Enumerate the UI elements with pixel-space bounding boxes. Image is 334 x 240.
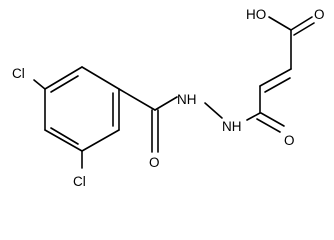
acid-oxygen-label: O	[314, 7, 325, 22]
alkene-double-bond	[259, 68, 292, 87]
ring-double-bond	[50, 75, 79, 93]
carbonyl-to-nh-bond	[154, 96, 178, 111]
acyl-double-bond	[260, 112, 285, 127]
hydroxyl-label: HO	[246, 7, 266, 22]
acid-double-bond	[293, 22, 315, 36]
alkene-double-bond	[264, 77, 291, 93]
hydrazide-nh-label-2: NH	[222, 119, 242, 134]
n-n-bond	[204, 102, 223, 119]
acyl-double-bond	[256, 118, 281, 133]
acyl-oxygen-label: O	[284, 133, 295, 148]
ring-bond	[44, 129, 83, 152]
nh-to-acyl-bond	[246, 112, 261, 121]
chlorine-label-top: Cl	[12, 66, 25, 81]
acid-oh-bond	[268, 16, 292, 31]
cl-bond-top	[33, 79, 46, 90]
amide-oxygen-label: O	[149, 155, 160, 170]
chemical-structure-diagram: Cl Cl O NH NH O O HO	[12, 7, 325, 189]
chlorine-label-bottom: Cl	[73, 174, 86, 189]
acid-double-bond	[290, 16, 313, 31]
structure-canvas: Cl Cl O NH NH O O HO	[12, 7, 325, 189]
ring-bond	[44, 66, 83, 90]
ring-to-carbonyl-bond	[118, 88, 156, 111]
hydrazide-nh-label-1: NH	[177, 92, 197, 107]
ring-bond	[81, 66, 120, 90]
ring-bond	[81, 129, 120, 152]
ring-double-bond	[50, 127, 79, 145]
